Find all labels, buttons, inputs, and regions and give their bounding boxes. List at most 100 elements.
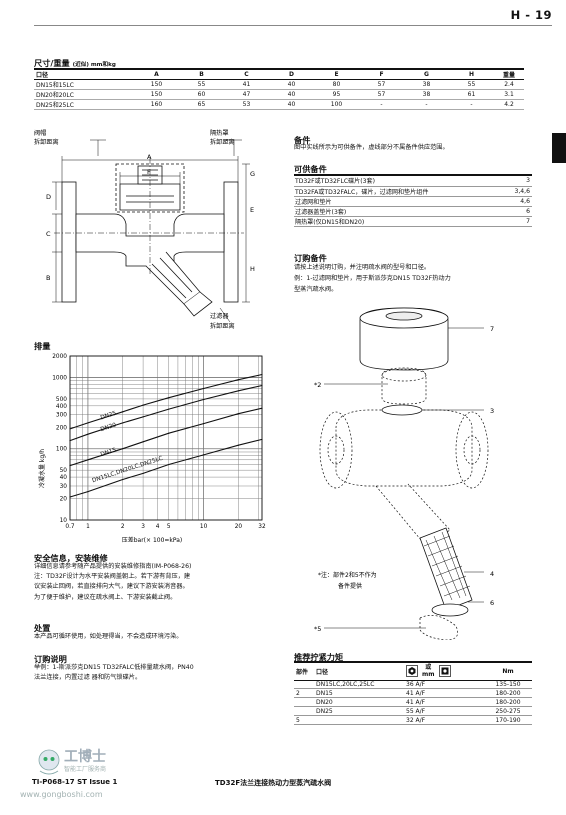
exploded-spares-drawing: 7 *2 3 4 6 *5 *注：部件2和5不作为 备件提供	[314, 307, 494, 640]
dim-letter-e: E	[250, 206, 254, 214]
table-cell: 160	[134, 99, 179, 110]
y-tick-label: 300	[56, 413, 67, 419]
safety-line: 议安装止回阀，若直接排向大气，建议下游安装消音器。	[34, 583, 189, 591]
series-point	[142, 472, 144, 475]
torque-part	[294, 680, 314, 690]
table-cell: 41	[224, 79, 269, 90]
table-cell: 53	[224, 99, 269, 110]
torque-nm: 180-200	[484, 688, 532, 699]
table-cell: 65	[179, 99, 224, 110]
table-cell: 2.4	[494, 79, 524, 90]
dim-header-cell: 重量	[494, 70, 524, 80]
series-point	[122, 478, 124, 481]
dim-letter-g: G	[250, 170, 255, 178]
series-point	[87, 491, 89, 493]
series-point	[122, 411, 124, 413]
capacity-x-label: 压差bar(× 100=kPa)	[122, 536, 183, 544]
torque-part: 5	[294, 715, 314, 725]
series-point	[87, 422, 89, 424]
torque-header-or: 或	[425, 663, 432, 671]
dim-header-cell: F	[359, 70, 404, 80]
capacity-title: 排量	[34, 341, 51, 351]
series-point	[168, 432, 170, 434]
torque-part: 2	[294, 688, 314, 699]
available-spares-title: 可供备件	[294, 164, 327, 174]
disposal-text: 本产品可循环使用，如处理得当，不会造成环境污染。	[34, 633, 183, 640]
torque-size	[314, 715, 404, 725]
strainer-label: 过滤器	[210, 312, 229, 320]
y-tick-label: 30	[60, 484, 68, 490]
hex-nut-icon	[406, 664, 418, 677]
watermark-sub: 智能工厂服务商	[64, 766, 107, 773]
safety-title: 安全信息，安装维修	[34, 553, 108, 563]
spare-number: 7	[494, 216, 532, 228]
x-tick-label: 10	[200, 524, 208, 530]
dimensions-top-rule	[34, 68, 524, 70]
table-cell: 3.1	[494, 89, 524, 100]
series-point	[261, 373, 263, 376]
torque-nm: 170-190	[484, 715, 532, 725]
series-point	[87, 459, 89, 461]
x-tick-label: 20	[235, 524, 243, 530]
y-tick-label: 40	[60, 475, 68, 481]
spares-rule	[294, 174, 532, 176]
table-cell: -	[404, 99, 449, 110]
order-spares-line3: 型蒸汽疏水阀。	[294, 286, 338, 293]
header-rule	[34, 25, 552, 26]
watermark-brand: 工博士	[64, 749, 106, 765]
order-spares-line2: 例：1-过滤网和垫片，用于斯派莎克DN15 TD32F热动力	[294, 275, 451, 282]
series-label: DN25	[100, 411, 118, 422]
series-point	[168, 397, 170, 399]
plot-frame	[69, 355, 263, 521]
table-cell: 40	[269, 99, 314, 110]
strainer-distance-label: 拆卸距离	[210, 322, 235, 330]
y-tick-label: 50	[60, 468, 68, 474]
callout-3: 3	[490, 407, 494, 415]
note-line1: *注：部件2和5不作为	[318, 571, 377, 579]
torque-af: 55 A/F	[404, 706, 484, 717]
table-cell: DN15和15LC	[34, 79, 134, 90]
dim-header-cell: C	[224, 70, 269, 80]
note-line2: 备件提供	[338, 582, 362, 590]
series-point	[142, 416, 144, 418]
ordering-line: 举例：1-斯派莎克DN15 TD32FALC低排量疏水阀，PN40	[34, 664, 194, 671]
series-point	[202, 398, 205, 401]
torque-af: 41 A/F	[404, 697, 484, 708]
trap-dimension-drawing: 阀帽 拆卸距离 隔热罩 拆卸距离 过滤器 拆卸距离 A F D C B G E …	[34, 129, 255, 330]
torque-nm: 250-275	[484, 706, 532, 717]
series-line-1	[69, 384, 263, 442]
table-cell: -	[359, 99, 404, 110]
table-cell: 55	[449, 79, 494, 90]
spares-title: 备件	[294, 135, 311, 145]
torque-header-wrench: 或 mm	[404, 663, 484, 681]
callout-2: *2	[314, 381, 321, 389]
shield-distance-label: 拆卸距离	[210, 138, 235, 146]
torque-size: DN15LC,20LC,25LC	[314, 680, 404, 690]
callout-5: *5	[314, 625, 321, 633]
spare-row: 隔热罩(仅DN15和DN20)7	[294, 216, 532, 228]
table-cell: 57	[359, 79, 404, 90]
table-cell: -	[449, 99, 494, 110]
cap-label: 阀帽	[34, 129, 46, 137]
safety-line: 为了便于维护，建议在疏水阀上、下游安装截止阀。	[34, 593, 177, 601]
table-cell: 150	[134, 79, 179, 90]
y-tick-label: 100	[56, 447, 67, 453]
series-point	[202, 423, 205, 425]
footer-title: TD32F法兰连接热动力型蒸汽疏水阀	[215, 779, 332, 787]
torque-size: DN20	[314, 697, 404, 708]
series-point	[142, 404, 144, 406]
dim-header-cell: H	[449, 70, 494, 80]
ordering-line: 法兰连接，内置过滤 器和防气锁碟片。	[34, 674, 142, 682]
series-point	[122, 422, 124, 424]
table-cell: 150	[134, 89, 179, 100]
order-spares-line1: 请按上述说明订购，并注明疏水阀的型号和口径。	[294, 264, 431, 271]
shield-label: 隔热罩	[210, 129, 229, 137]
